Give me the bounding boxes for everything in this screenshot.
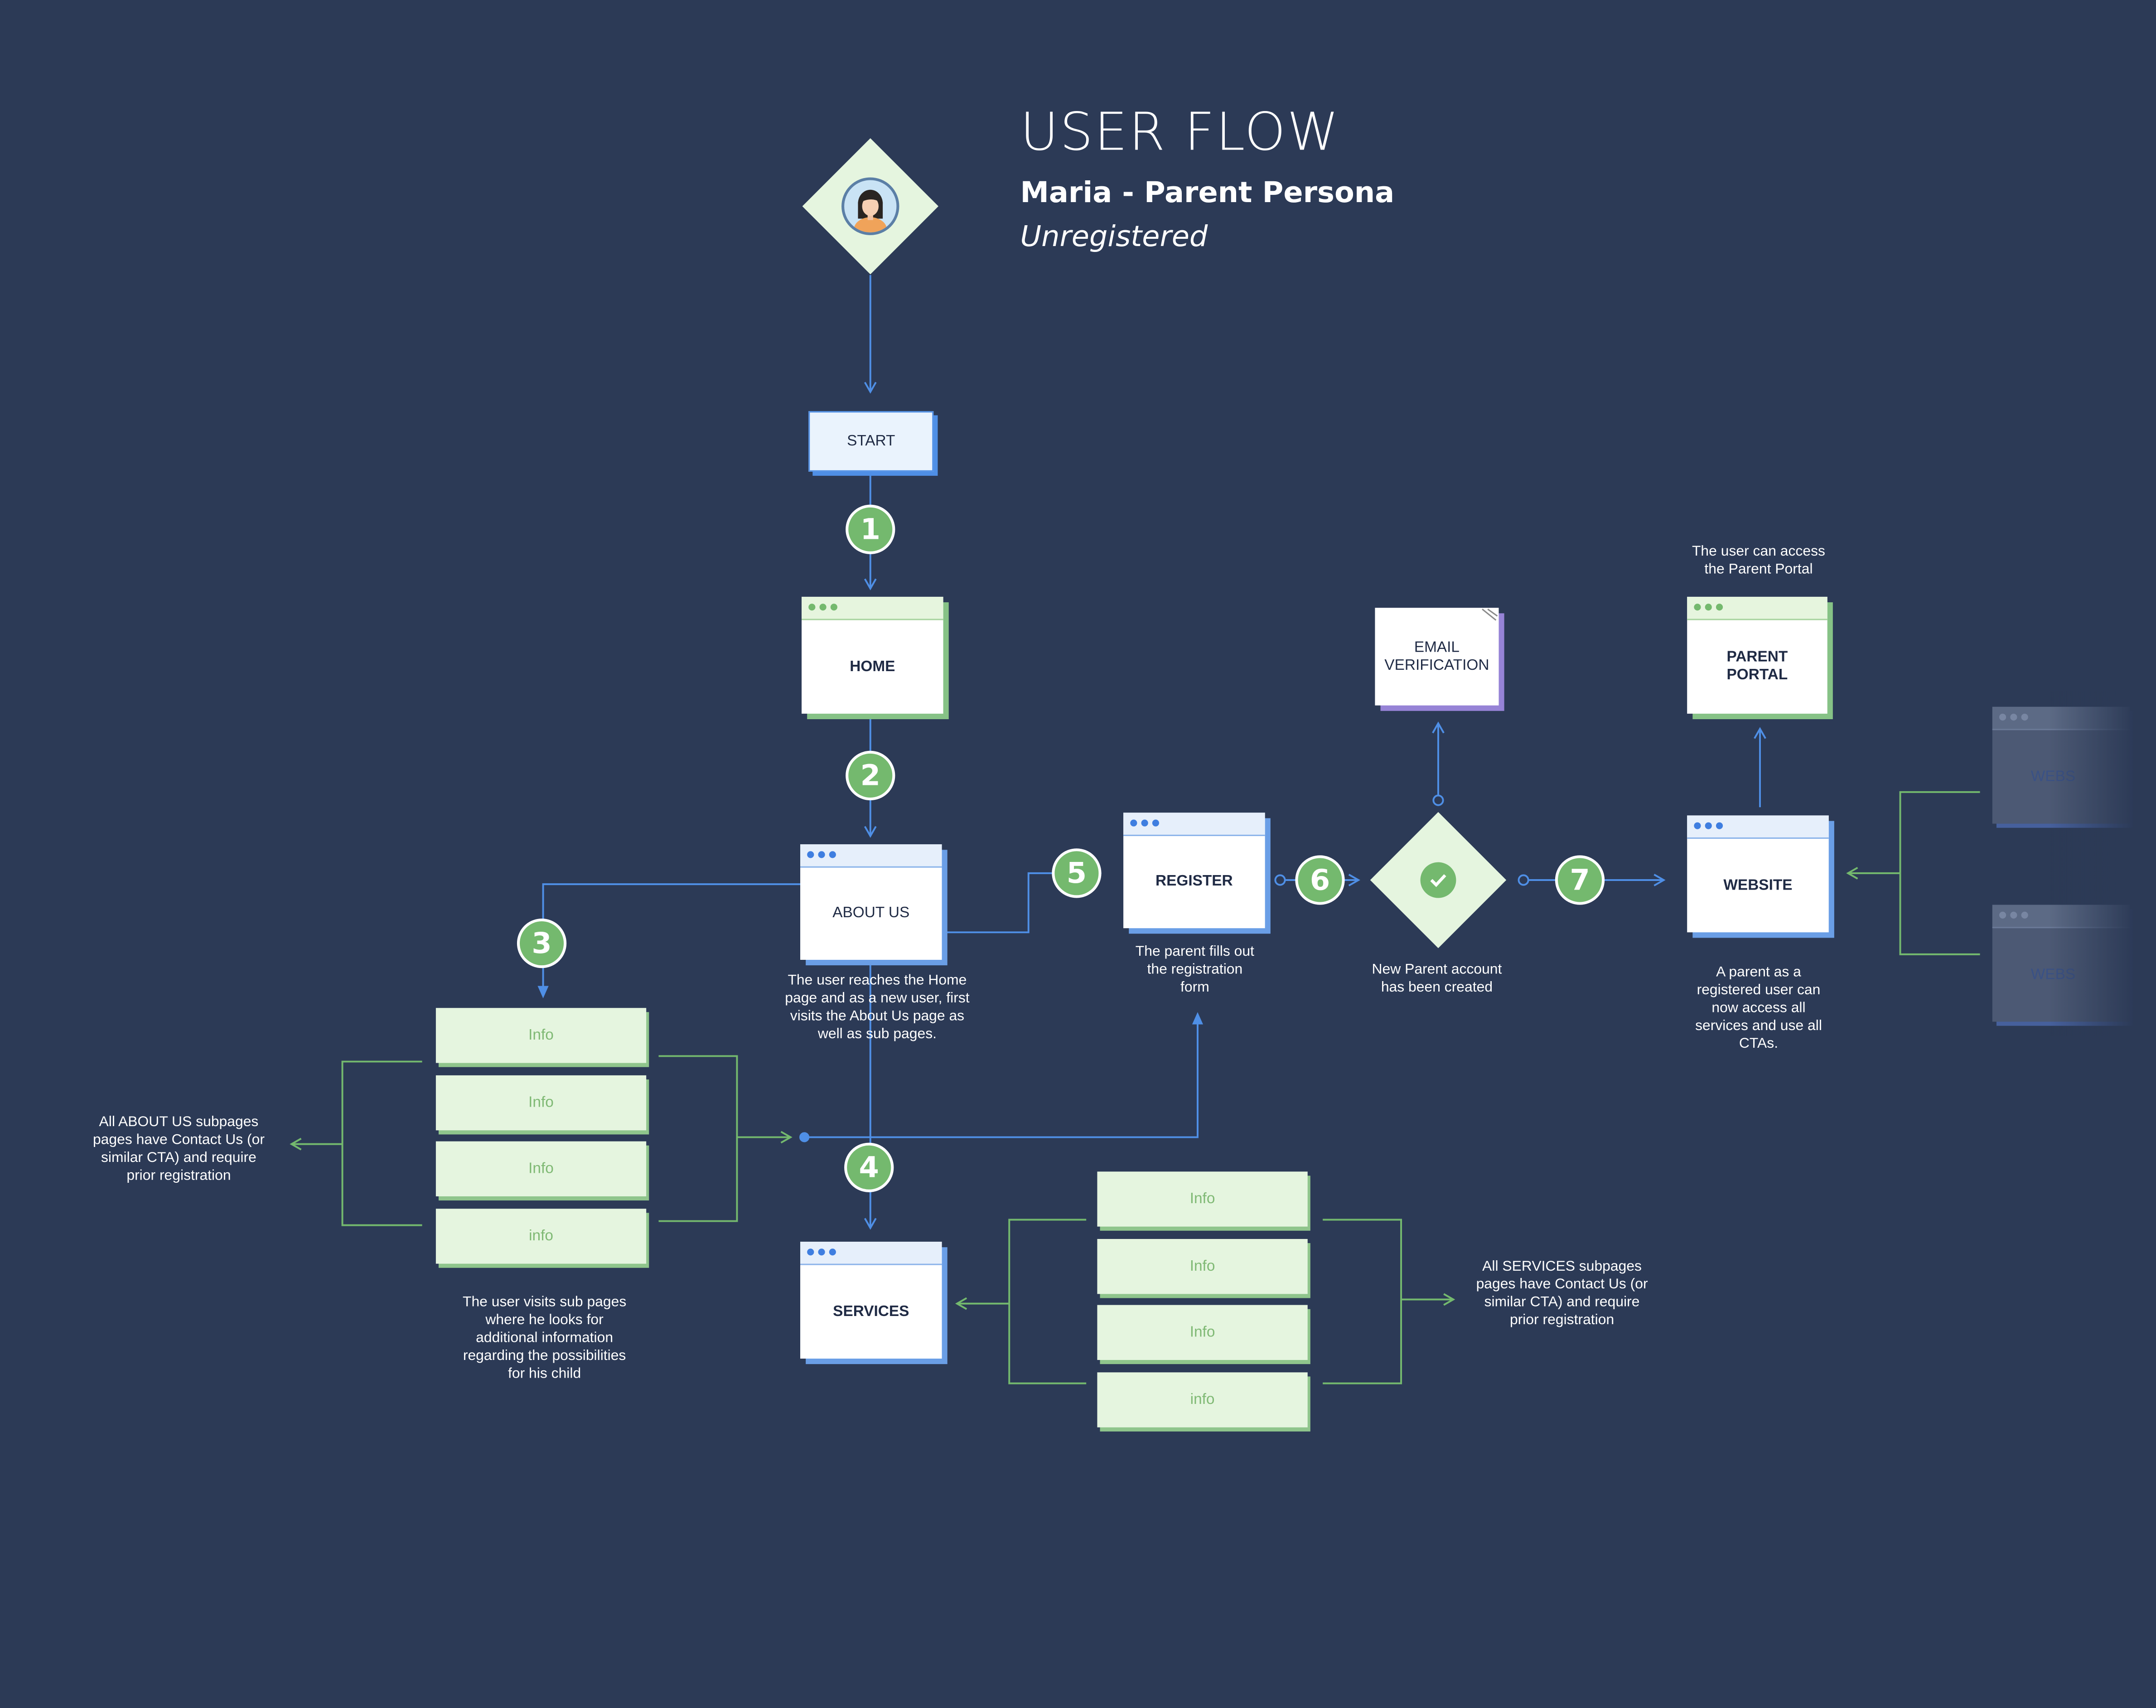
info-box[interactable]: Info (1097, 1305, 1308, 1360)
window-bar (1687, 596, 1827, 620)
info-box[interactable]: Info (435, 1008, 647, 1063)
info-box[interactable]: info (1097, 1372, 1308, 1427)
page-fold-icon (1482, 609, 1498, 621)
step-badge-3: 3 (517, 918, 567, 968)
info-box[interactable]: Info (1097, 1239, 1308, 1294)
fade-overlay (2049, 687, 2156, 1045)
start-node[interactable]: START (808, 411, 934, 472)
step-badge-1: 1 (846, 504, 895, 554)
email-verification-label: EMAIL VERIFICATION (1384, 639, 1489, 673)
services-subpages-note: All SERVICES subpages pages have Contact… (1476, 1258, 1648, 1329)
persona-name: Maria - Parent Persona (1020, 176, 1395, 209)
info-box[interactable]: Info (435, 1075, 647, 1131)
register-note: The parent fills out the registration fo… (1135, 943, 1254, 996)
parent-portal-node[interactable]: PARENT PORTAL (1687, 596, 1827, 714)
parent-portal-note: The user can access the Parent Portal (1692, 543, 1825, 578)
website-node[interactable]: WEBSITE (1687, 815, 1829, 933)
register-label: REGISTER (1155, 873, 1233, 890)
persona-status: Unregistered (1020, 220, 1208, 253)
page-title: USER FLOW (1020, 102, 1340, 163)
sub-pages-visit-note: The user visits sub pages where he looks… (462, 1294, 627, 1382)
info-box[interactable]: Info (1097, 1171, 1308, 1227)
about-us-page-node[interactable]: ABOUT US (800, 844, 942, 960)
window-bar (1687, 815, 1829, 839)
persona-avatar-icon (841, 177, 899, 235)
info-box[interactable]: info (435, 1209, 647, 1264)
home-label: HOME (850, 658, 895, 675)
info-box[interactable]: Info (435, 1141, 647, 1196)
window-bar (1123, 813, 1265, 836)
window-bar (800, 844, 942, 868)
step-badge-4: 4 (844, 1142, 894, 1192)
window-bar (800, 1242, 942, 1265)
email-verification-node[interactable]: EMAIL VERIFICATION (1375, 608, 1499, 706)
register-page-node[interactable]: REGISTER (1123, 813, 1265, 929)
services-label: SERVICES (833, 1303, 909, 1320)
about-us-note: The user reaches the Home page and as a … (785, 972, 970, 1043)
window-bar (802, 596, 943, 620)
step-badge-6: 6 (1295, 855, 1345, 905)
services-page-node[interactable]: SERVICES (800, 1242, 942, 1359)
website-label: WEBSITE (1723, 876, 1793, 893)
account-created-note: New Parent account has been created (1372, 961, 1502, 996)
step-badge-2: 2 (846, 750, 895, 801)
parent-portal-label: PARENT PORTAL (1726, 649, 1788, 684)
website-note: A parent as a registered user can now ac… (1695, 964, 1822, 1052)
step-badge-5: 5 (1052, 848, 1102, 898)
home-page-node[interactable]: HOME (802, 596, 943, 714)
about-subpages-note: All ABOUT US subpages pages have Contact… (92, 1113, 265, 1184)
step-badge-7: 7 (1555, 855, 1605, 905)
checkmark-icon (1420, 862, 1456, 898)
about-us-label: ABOUT US (832, 905, 910, 922)
